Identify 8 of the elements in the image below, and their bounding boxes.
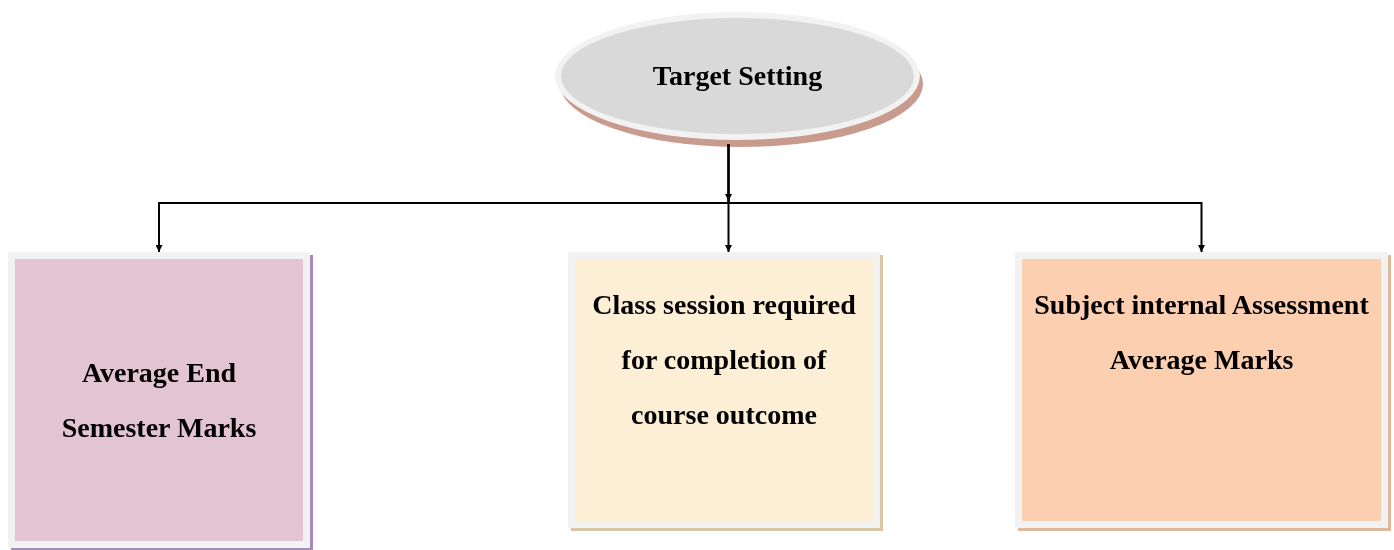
node-label: Average End Semester Marks — [60, 356, 258, 445]
process-box — [8, 252, 310, 548]
process-box — [1015, 252, 1388, 528]
node-label: Subject internal Assessment Average Marks — [1033, 288, 1370, 377]
node-label: Target Setting — [652, 59, 823, 93]
process-box — [568, 252, 880, 528]
arrow — [727, 143, 1205, 253]
node-label: Class session required for completion of course outcome — [591, 288, 857, 432]
